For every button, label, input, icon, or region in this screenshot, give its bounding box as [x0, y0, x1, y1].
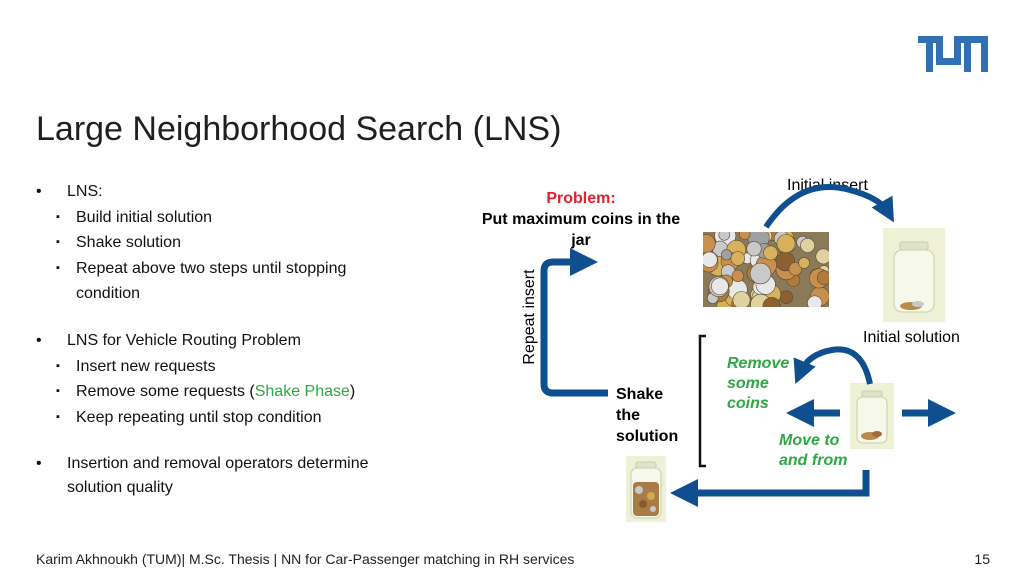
- sub-bullet-item: ▪ Build initial solution: [36, 205, 396, 231]
- shake-solution-label: Shake the solution: [616, 386, 679, 445]
- square-bullet-icon: ▪: [56, 236, 60, 248]
- sub-bullet-text-before: Remove some requests (: [76, 383, 255, 400]
- square-bullet-icon: ▪: [56, 410, 60, 423]
- jar-few-coins-image: [883, 228, 945, 322]
- sub-bullet-item: ▪ Remove some requests (Shake Phase): [36, 379, 436, 405]
- bullet-item: • LNS:: [36, 179, 396, 205]
- bullet-group-lns: • LNS: ▪ Build initial solution ▪ Shake …: [36, 179, 396, 307]
- bullet-text: Insertion and removal operators determin…: [67, 455, 369, 496]
- problem-label: Problem:: [546, 190, 616, 207]
- sub-bullet-item: ▪ Insert new requests: [36, 354, 436, 380]
- bullet-text: LNS:: [67, 183, 103, 200]
- remove-coins-label: Remove some coins: [727, 355, 790, 412]
- sub-bullet-item: ▪ Repeat above two steps until stopping …: [36, 256, 396, 307]
- page-number: 15: [974, 551, 990, 567]
- sub-bullet-text-after: ): [349, 383, 356, 400]
- shake-phase-highlight: Shake Phase: [254, 383, 350, 400]
- bullet-text: LNS for Vehicle Routing Problem: [67, 332, 301, 349]
- sub-bullet-item: ▪ Keep repeating until stop condition: [36, 405, 436, 431]
- shake-bracket: [698, 334, 706, 468]
- problem-statement: Problem: Put maximum coins in the jar: [476, 188, 686, 251]
- footer-text: Karim Akhnoukh (TUM)| M.Sc. Thesis | NN …: [36, 551, 575, 567]
- sub-bullet-text: Remove some requests (Shake Phase): [76, 383, 355, 400]
- tum-logo: [918, 36, 988, 72]
- jar-some-coins-image: [850, 383, 894, 449]
- repeat-insert-arrow: [540, 248, 608, 397]
- sub-bullet-item: ▪ Shake solution: [36, 230, 396, 256]
- bullet-item: • Insertion and removal operators determ…: [36, 452, 406, 500]
- sub-bullet-text: Keep repeating until stop condition: [76, 408, 322, 426]
- bullet-marker: •: [36, 455, 42, 472]
- bullet-marker: •: [36, 332, 42, 349]
- problem-text: Put maximum coins in the jar: [481, 211, 681, 249]
- coins-pile-image: [703, 232, 829, 307]
- bullet-group-operators: • Insertion and removal operators determ…: [36, 452, 406, 500]
- bullet-item: • LNS for Vehicle Routing Problem: [36, 328, 436, 354]
- square-bullet-icon: ▪: [56, 210, 60, 223]
- sub-bullet-text: Repeat above two steps until stopping co…: [76, 259, 347, 303]
- jar-full-coins-image: [626, 456, 666, 522]
- initial-insert-arrow: [763, 184, 894, 229]
- sub-bullet-text: Shake solution: [76, 234, 181, 251]
- slide-title: Large Neighborhood Search (LNS): [36, 110, 562, 148]
- square-bullet-icon: ▪: [56, 261, 60, 274]
- initial-solution-label: Initial solution: [863, 329, 960, 346]
- return-arrow: [670, 470, 870, 507]
- bullet-group-vrp: • LNS for Vehicle Routing Problem ▪ Inse…: [36, 328, 436, 430]
- square-bullet-icon: ▪: [56, 359, 60, 372]
- move-to-from-label: Move to and from: [779, 432, 848, 469]
- sub-bullet-text: Build initial solution: [76, 208, 213, 226]
- bullet-marker: •: [36, 183, 42, 200]
- sub-bullet-text: Insert new requests: [76, 357, 216, 375]
- square-bullet-icon: ▪: [56, 385, 60, 397]
- remove-coins-curve-arrow: [793, 346, 873, 385]
